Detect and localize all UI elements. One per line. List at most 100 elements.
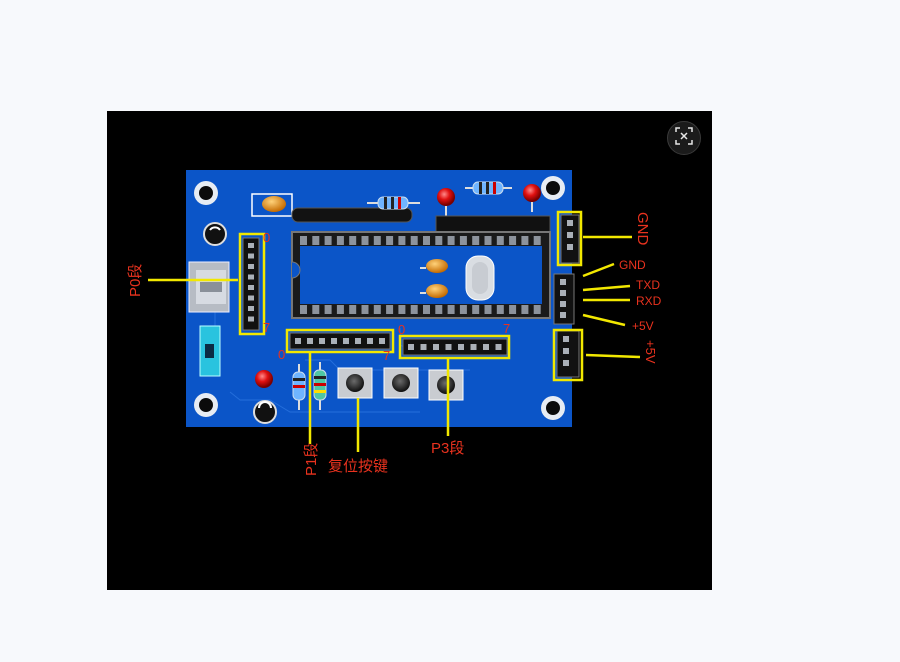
header-pin bbox=[300, 236, 307, 245]
ceramic-capacitor bbox=[420, 259, 448, 273]
header-pin bbox=[307, 338, 313, 344]
header-pin bbox=[423, 305, 430, 314]
header-pin bbox=[521, 236, 529, 245]
header-pin bbox=[472, 305, 480, 314]
header-pin bbox=[410, 305, 418, 314]
tactile-button bbox=[428, 369, 464, 401]
tactile-button bbox=[383, 367, 419, 399]
header-pin bbox=[521, 305, 529, 314]
header-pin bbox=[349, 305, 357, 314]
header-pin bbox=[495, 344, 502, 350]
header-pin bbox=[373, 305, 381, 314]
pin-marks: 0 7 0 7 0 7 bbox=[263, 230, 510, 363]
header-pin bbox=[343, 338, 349, 344]
header-pin bbox=[319, 338, 325, 344]
header-pin bbox=[484, 305, 492, 314]
header-pin bbox=[248, 295, 254, 301]
header-pin bbox=[312, 236, 320, 245]
header-pin bbox=[567, 220, 573, 226]
label-gnd-main: GND bbox=[634, 212, 651, 246]
header-pin bbox=[398, 305, 406, 314]
pin-mark-p3-left: 0 bbox=[398, 322, 405, 337]
usb-connector bbox=[188, 261, 230, 313]
header-uart bbox=[553, 273, 575, 325]
header-pin bbox=[410, 236, 418, 245]
label-5v: +5V bbox=[632, 319, 654, 333]
header-pin bbox=[349, 236, 357, 245]
header-pin bbox=[420, 344, 427, 350]
header-pin bbox=[563, 360, 569, 366]
header-pin bbox=[248, 306, 254, 311]
header-pin bbox=[373, 236, 381, 245]
header-pin bbox=[423, 236, 430, 245]
label-rxd: RXD bbox=[636, 294, 662, 308]
header-pin bbox=[560, 301, 566, 307]
header-pin bbox=[509, 305, 517, 314]
mounting-holes bbox=[194, 176, 565, 420]
header-pin bbox=[560, 290, 566, 296]
header-pin bbox=[336, 236, 344, 245]
resistor bbox=[367, 196, 420, 210]
header-pin bbox=[533, 236, 541, 245]
header-5v bbox=[556, 330, 580, 378]
header-pin bbox=[386, 305, 394, 314]
header-pin bbox=[361, 305, 369, 314]
header-pin bbox=[367, 338, 373, 344]
socket-pins bbox=[300, 236, 541, 245]
header-pin bbox=[331, 338, 337, 344]
header-pin bbox=[447, 236, 455, 245]
ceramic-capacitor bbox=[251, 193, 293, 217]
header-pin bbox=[361, 236, 369, 245]
label-p3: P3段 bbox=[431, 440, 464, 457]
pin-mark-p0-bottom: 7 bbox=[263, 320, 270, 335]
led-red bbox=[523, 184, 541, 212]
header-pin bbox=[496, 305, 504, 314]
crystal-oscillator bbox=[465, 255, 495, 301]
header-pin bbox=[324, 305, 332, 314]
header-p0 bbox=[242, 237, 260, 331]
header-gnd bbox=[560, 214, 580, 264]
header-pin bbox=[248, 274, 254, 280]
visual-search-icon bbox=[675, 126, 693, 150]
resistor bbox=[313, 362, 327, 410]
header-pin bbox=[560, 279, 566, 285]
header-pin bbox=[484, 236, 492, 245]
label-reset: 复位按键 bbox=[328, 457, 388, 475]
header-pin bbox=[445, 344, 452, 350]
header-pin bbox=[386, 236, 394, 245]
header-p3 bbox=[402, 338, 508, 356]
header-pin bbox=[435, 305, 443, 314]
header-pin bbox=[509, 236, 517, 245]
header-pin bbox=[458, 344, 464, 350]
header-pin bbox=[483, 344, 489, 350]
header-pin bbox=[470, 344, 477, 350]
visual-search-button[interactable] bbox=[667, 121, 701, 155]
reset-tactile-button bbox=[337, 367, 373, 399]
electrolytic-capacitor bbox=[253, 400, 277, 424]
header-pin bbox=[567, 232, 573, 238]
pin-mark-p3-right: 7 bbox=[503, 321, 510, 336]
pin-mark-p1-left: 0 bbox=[278, 347, 285, 362]
label-p0: P0段 bbox=[127, 264, 144, 297]
label-p1: P1段 bbox=[303, 443, 320, 476]
header-pin bbox=[336, 305, 344, 314]
header-pin bbox=[563, 348, 569, 354]
header-pin bbox=[300, 305, 307, 314]
header-pin bbox=[560, 312, 566, 318]
label-txd: TXD bbox=[636, 278, 660, 292]
header-pin bbox=[496, 236, 504, 245]
header-pin bbox=[248, 264, 254, 269]
led-red bbox=[255, 370, 273, 388]
led-red bbox=[437, 188, 455, 216]
header-pin bbox=[563, 336, 569, 342]
callouts bbox=[148, 210, 641, 452]
header-pin bbox=[248, 285, 254, 290]
header-pin bbox=[472, 236, 480, 245]
pin-mark-p0-top: 0 bbox=[263, 230, 270, 245]
header-pin bbox=[312, 305, 320, 314]
header-pin bbox=[459, 236, 467, 245]
header-p1 bbox=[289, 332, 391, 350]
resistor bbox=[465, 181, 512, 195]
header-pin bbox=[433, 344, 439, 350]
